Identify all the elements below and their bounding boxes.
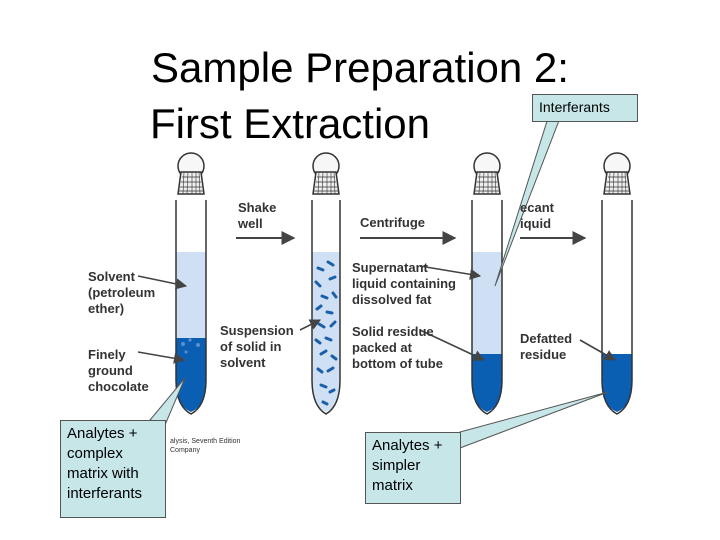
tube-2 [311,152,341,415]
annotation-solid-residue: Solid residue packed at bottom of tube [352,324,443,371]
annotation-solvent: Solvent (petroleum ether) [88,269,156,316]
annotation-supernatant: Supernatant liquid containing dissolved … [352,260,456,307]
callout-analytes-complex: Analytes + complex matrix with interfera… [60,420,166,518]
stopper-icon [312,152,340,195]
pointer-residue [419,329,486,361]
pointer-solvent [137,275,188,290]
step-label-centrifuge: Centrifuge [360,215,425,230]
supernatant-layer [472,252,502,354]
tube-4 [601,152,633,415]
annotation-chocolate: Finely ground chocolate [88,347,149,394]
chocolate-residue [176,338,206,412]
title-line-2: First Extraction [149,100,431,147]
pointer-chocolate [137,351,186,364]
step-label-shake: Shake well [238,200,277,231]
packed-residue [472,354,502,412]
callout-interferants: Interferants [532,94,638,122]
pointer-suspension [299,319,322,331]
annotation-suspension: Suspension of solid in solvent [220,323,294,370]
step-label-decant: ecant iquid [520,200,554,231]
tube-1 [175,152,207,415]
solvent-layer [176,252,206,338]
stopper-icon [177,152,205,195]
stopper-icon [603,152,631,195]
tube-3 [471,152,503,415]
annotation-defatted: Defatted residue [520,331,573,362]
title-line-1: Sample Preparation 2: [151,44,569,91]
figure-caption-line-2: Company [170,447,200,454]
callout-analytes-simpler: Analytes + simpler matrix [365,432,461,504]
figure-caption-line-1: alysis, Seventh Edition [170,438,241,445]
defatted-residue [602,354,632,412]
pointer-supernatant [419,265,482,280]
pointer-defatted [579,339,616,361]
stopper-icon [473,152,501,195]
